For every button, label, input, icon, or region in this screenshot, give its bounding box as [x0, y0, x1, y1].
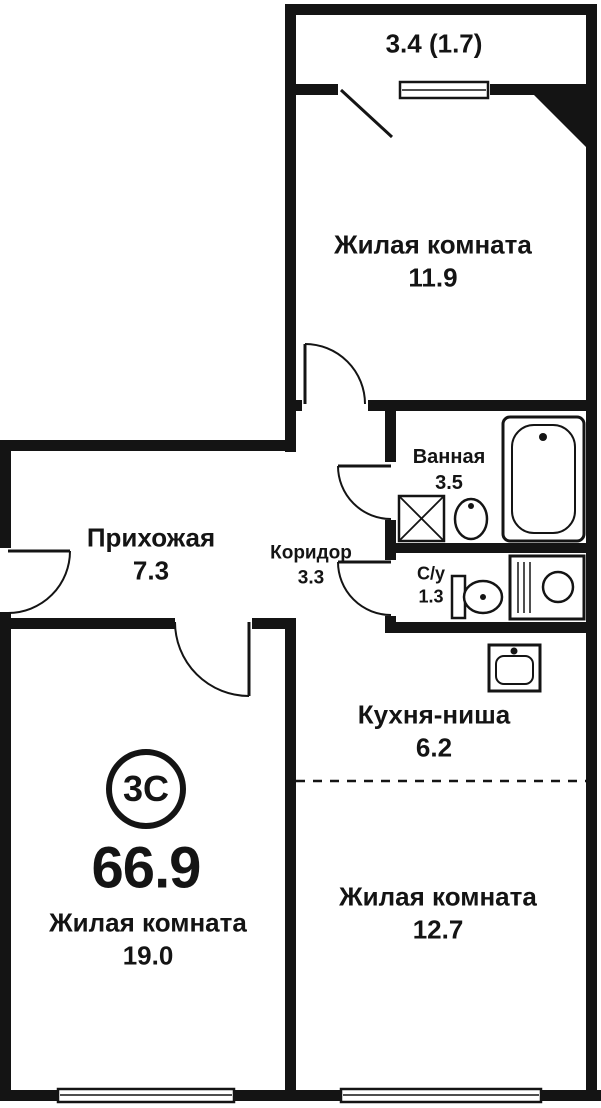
- room-area: 6.2: [415, 733, 453, 763]
- entrance-door-swing: [7, 549, 71, 614]
- room-area: 1.3: [418, 587, 444, 607]
- room-name: Кухня-ниша: [357, 699, 511, 730]
- room-area: 19.0: [122, 941, 174, 971]
- room-name: Прихожая: [86, 522, 216, 553]
- doors: [7, 88, 394, 697]
- toilet-icon: [450, 574, 504, 620]
- room-area: 3.3: [297, 567, 325, 588]
- room-name: С/у: [416, 563, 446, 584]
- room-label-living-top: Жилая комната 11.9: [334, 229, 532, 296]
- living-top-door-swing: [303, 343, 366, 405]
- chamfer-corner-wall: [534, 95, 597, 158]
- room-area: 11.9: [408, 263, 458, 293]
- bathtub-icon: [501, 415, 586, 543]
- room-label-bathroom: Ванная 3.5: [413, 444, 486, 496]
- room-label-wc: С/у 1.3: [417, 563, 445, 610]
- sink-icon: [453, 497, 489, 541]
- windows: [56, 80, 543, 1104]
- window-left: [56, 1087, 236, 1104]
- bathroom-door-swing: [337, 464, 392, 520]
- room-area: 3.5: [435, 472, 463, 494]
- washing-machine-icon: [508, 554, 586, 621]
- room-label-corridor: Коридор 3.3: [270, 541, 352, 590]
- living-left-door-swing: [174, 621, 251, 697]
- room-label-living-right: Жилая комната 12.7: [339, 881, 537, 948]
- kitchen-sink-icon: [487, 643, 542, 693]
- total-area: 66.9: [91, 835, 202, 901]
- room-label-kitchen-niche: Кухня-ниша 6.2: [358, 699, 510, 766]
- fixtures: [397, 415, 586, 693]
- room-label-living-left: Жилая комната 19.0: [49, 907, 247, 974]
- wc-door-swing: [337, 560, 392, 616]
- balcony-door-swing: [339, 88, 394, 139]
- window-right: [339, 1087, 543, 1104]
- room-area: 12.7: [412, 915, 464, 945]
- room-name: Коридор: [270, 542, 352, 564]
- room-label-hallway: Прихожая 7.3: [87, 522, 215, 589]
- apartment-type-badge: 3С: [106, 749, 186, 829]
- room-name: Ванная: [412, 446, 486, 468]
- balcony-area-value: 3.4 (1.7): [385, 28, 483, 59]
- walls: [0, 4, 601, 1101]
- room-area: 7.3: [132, 556, 170, 586]
- balcony-window: [398, 80, 490, 100]
- room-name: Жилая комната: [339, 881, 537, 912]
- shower-tray-icon: [397, 494, 446, 543]
- room-name: Жилая комната: [49, 907, 247, 938]
- balcony-area-label: 3.4 (1.7): [386, 27, 483, 60]
- room-name: Жилая комната: [334, 229, 532, 260]
